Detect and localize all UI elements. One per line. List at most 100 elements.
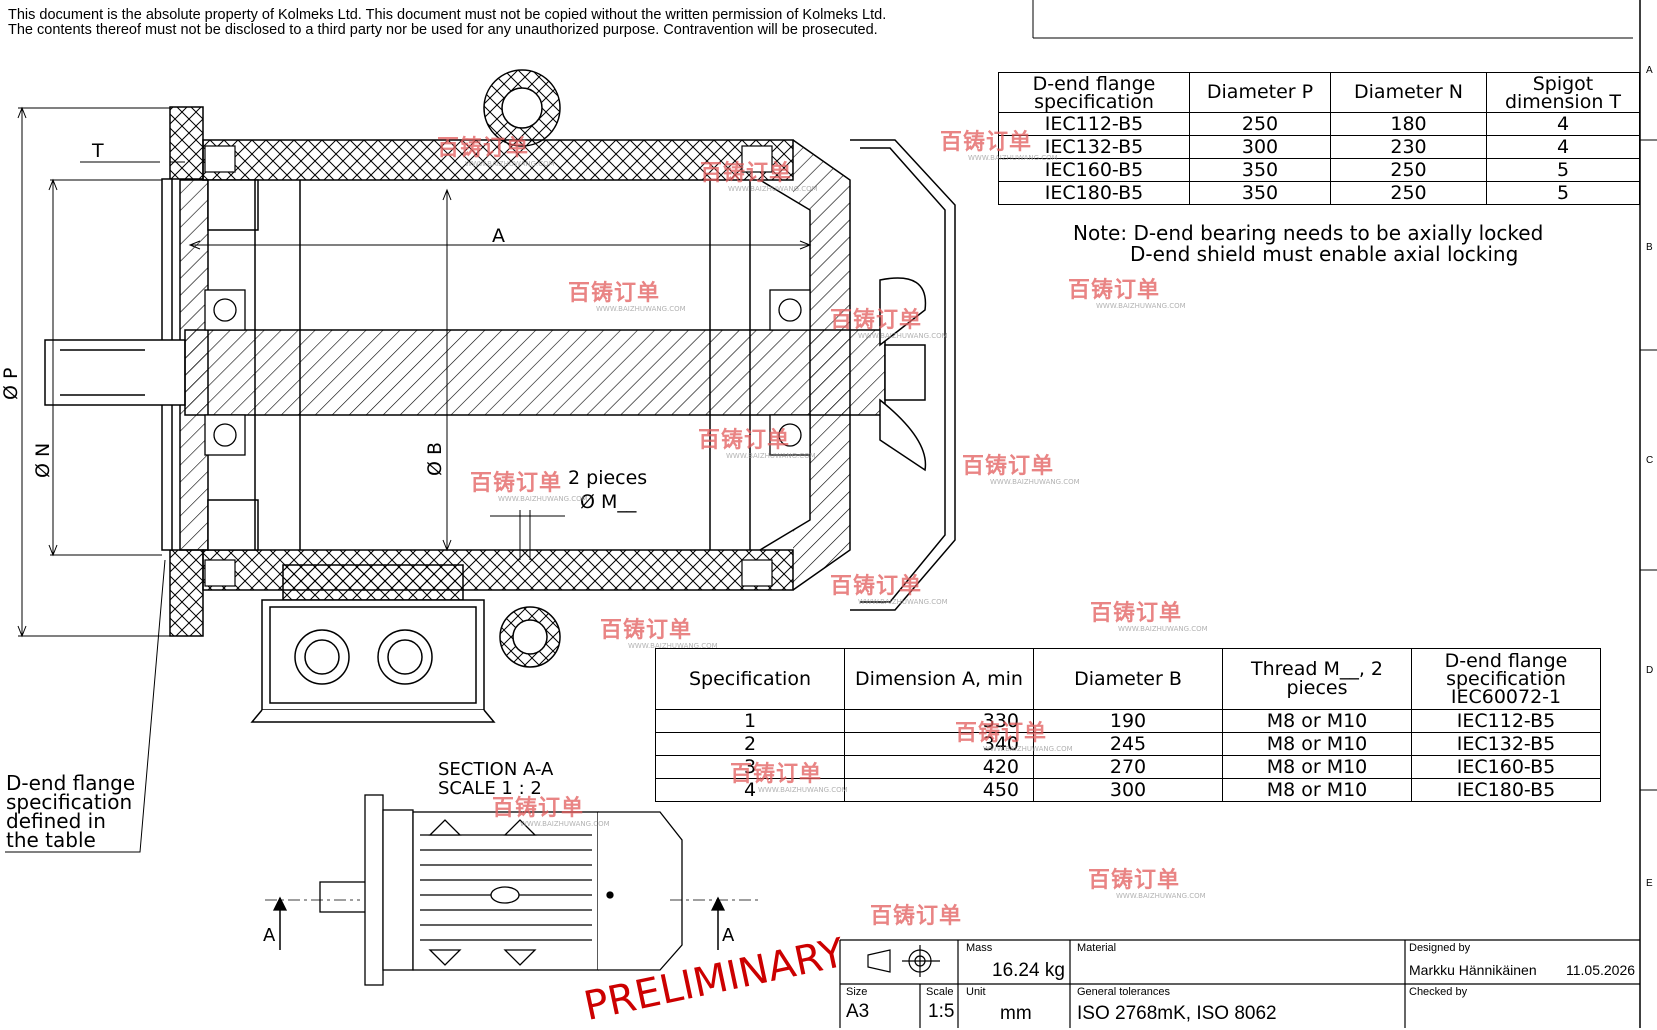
dim-label-T: T [92,140,104,162]
table-cell: 3 [655,755,845,779]
fan-cover [850,139,956,611]
watermark: 百铸订单 [870,904,963,929]
motor-housing [179,139,851,591]
bearing-note: Note: D-end bearing needs to be axially … [1073,223,1543,265]
unit-label: Unit [966,986,986,998]
mass-label: Mass [966,942,993,954]
table-cell: M8 or M10 [1222,709,1412,733]
callout-line-1: D-end flange [6,771,136,795]
terminal-box [250,564,496,723]
table-cell: 340 [844,732,1034,756]
table-cell: IEC160-B5 [998,158,1190,182]
size-label: Size [846,986,868,998]
flange-header-p: Diameter P [1189,72,1331,113]
table-cell: IEC180-B5 [998,181,1190,205]
lifting-eyes [483,69,561,668]
spec-table-header-row: Specification Dimension A, min Diameter … [655,648,1601,710]
dim-label-B: Ø B [424,441,446,476]
dim-label-M: Ø M__ [580,491,637,513]
table-cell: IEC132-B5 [998,135,1190,159]
table-cell: 190 [1033,709,1223,733]
table-cell: 250 [1189,112,1331,136]
flange-callout: D-end flange specification defined in th… [6,771,136,850]
table-cell: 330 [844,709,1034,733]
table-cell: IEC160-B5 [1411,755,1601,779]
tolerances-value: ISO 2768mK, ISO 8062 [1077,1003,1277,1024]
disclaimer: This document is the absolute property o… [8,8,886,38]
table-cell: 2 [655,732,845,756]
table-cell: M8 or M10 [1222,755,1412,779]
cut-label-right: A [722,925,735,946]
callout-line-2: specification [6,790,133,814]
table-cell: IEC180-B5 [1411,778,1601,802]
design-date: 11.05.2026 [1566,962,1636,978]
specification-table: Specification Dimension A, min Diameter … [655,648,1601,802]
zone-letter: E [1646,878,1653,889]
designed-by-label: Designed by [1409,942,1471,954]
motor-shaft [44,329,926,416]
motor-external-view [265,794,760,986]
table-cell: IEC112-B5 [998,112,1190,136]
table-cell: 1 [655,709,845,733]
designer-name: Markku Hännikäinen [1409,962,1537,978]
tolerances-label: General tolerances [1077,986,1170,998]
spec-header-dim-a: Dimension A, min [844,648,1034,710]
scale-label: Scale [926,986,954,998]
table-cell: 250 [1330,181,1487,205]
table-cell: M8 or M10 [1222,732,1412,756]
note-line-2: D-end shield must enable axial locking [1130,242,1519,266]
zone-letter: B [1646,242,1653,253]
zone-letter: D [1646,665,1654,676]
table-cell: IEC112-B5 [1411,709,1601,733]
dim-label-A: A [492,225,505,247]
table-cell: 4 [1486,135,1640,159]
flange-bolts [204,145,773,587]
size-value: A3 [846,1001,870,1022]
section-scale: SCALE 1 : 2 [438,778,542,799]
cut-label-left: A [263,925,276,946]
table-cell: 5 [1486,181,1640,205]
scale-value: 1:5 [928,1001,955,1022]
dim-label-pieces: 2 pieces [568,467,648,489]
table-cell: 270 [1033,755,1223,779]
zone-letter: C [1646,455,1654,466]
table-cell: 230 [1330,135,1487,159]
table-cell: 180 [1330,112,1487,136]
table-cell: 350 [1189,158,1331,182]
table-cell: 5 [1486,158,1640,182]
mass-value: 16.24 kg [992,960,1065,981]
table-cell: 4 [655,778,845,802]
table-cell: IEC132-B5 [1411,732,1601,756]
title-block-frame [839,939,1640,1028]
dimension-lines [5,106,812,853]
checked-by-label: Checked by [1409,986,1468,998]
section-title: SECTION A-A [438,759,554,780]
table-cell: 245 [1033,732,1223,756]
note-line-1: Note: D-end bearing needs to be axially … [1073,221,1544,245]
table-cell: M8 or M10 [1222,778,1412,802]
table-cell: 300 [1033,778,1223,802]
